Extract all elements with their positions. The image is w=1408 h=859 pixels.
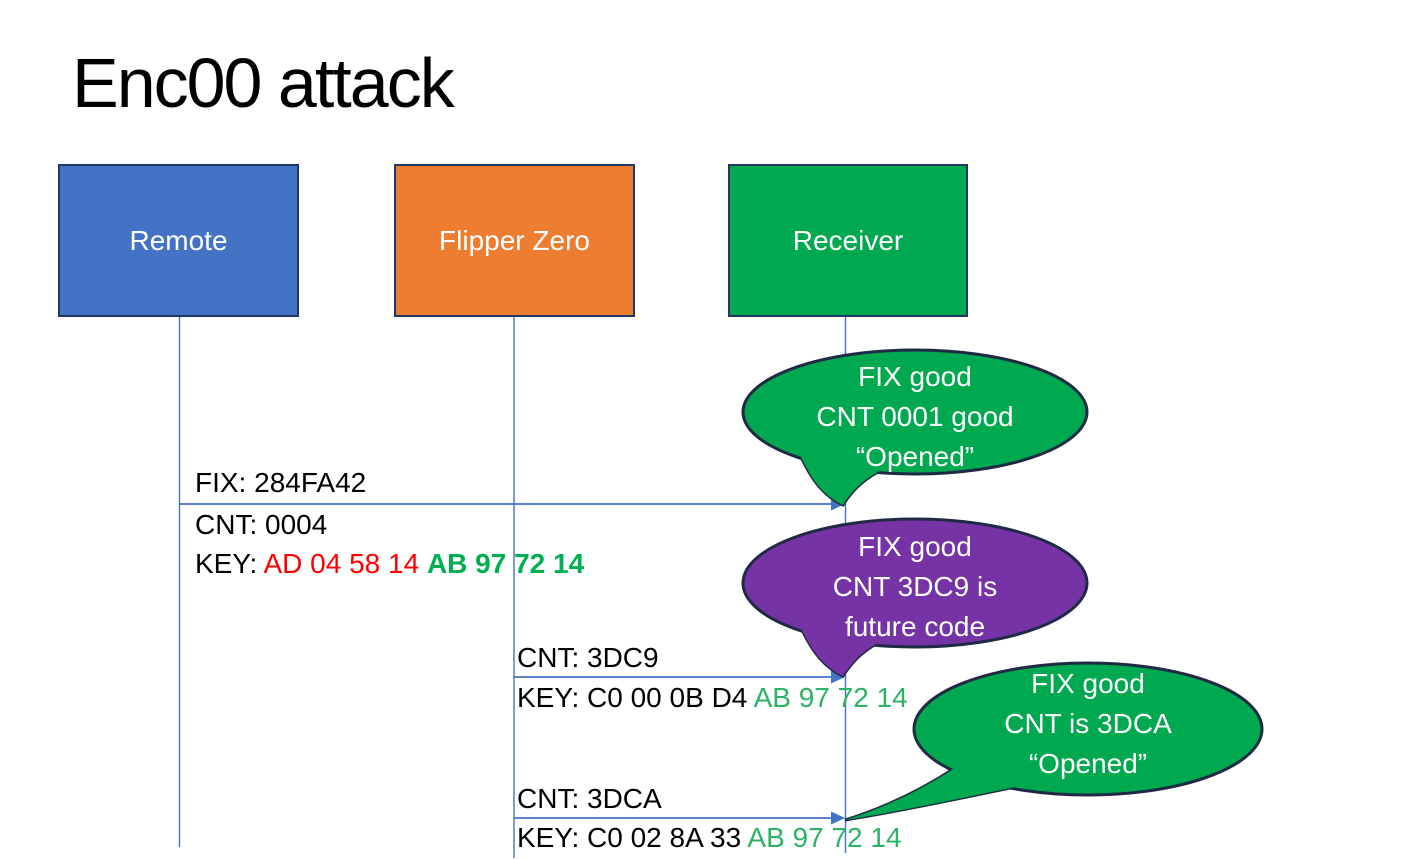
message-1-cnt-label: CNT: 0004 — [195, 509, 328, 540]
key-bytes-fixed: AB 97 72 14 — [753, 682, 908, 713]
message-3-cnt-label: CNT: 3DCA — [517, 783, 662, 814]
callout-ellipse-3 — [912, 661, 1264, 797]
callout-tail-fill-2 — [798, 621, 886, 676]
callout-ellipse-2 — [741, 517, 1089, 649]
actor-label-remote: Remote — [129, 224, 228, 256]
actor-box-remote: Remote — [58, 164, 299, 317]
message-3-key-label: KEY: C0 02 8A 33 AB 97 72 14 — [517, 822, 902, 854]
callout-tail-fill-1 — [798, 450, 886, 505]
key-bytes-fixed: AB 97 72 14 — [747, 822, 902, 853]
callout-line: FIX good — [858, 361, 972, 392]
callout-1-text: FIX good CNT 0001 good “Opened” — [740, 357, 1090, 477]
key-prefix: KEY: C0 00 0B D4 — [517, 682, 754, 713]
callout-line: CNT 3DC9 is — [832, 571, 998, 602]
actor-box-receiver: Receiver — [728, 164, 968, 317]
key-prefix: KEY: — [195, 548, 264, 579]
callout-2-text: FIX good CNT 3DC9 is future code — [740, 527, 1090, 647]
slide-title: Enc00 attack — [72, 43, 455, 122]
callout-bubble-3 — [844, 661, 1264, 822]
callout-line: “Opened” — [1028, 748, 1148, 779]
callout-line: future code — [844, 611, 986, 642]
callout-line: FIX good — [858, 531, 972, 562]
message-2-key-label: KEY: C0 00 0B D4 AB 97 72 14 — [517, 682, 908, 714]
actor-box-flipper-zero: Flipper Zero — [394, 164, 635, 317]
message-1-key-label: KEY: AD 04 58 14 AB 97 72 14 — [195, 548, 584, 580]
callout-line: FIX good — [1031, 668, 1145, 699]
callout-ellipse-1 — [741, 348, 1089, 476]
callout-tail-fill-3 — [845, 768, 1020, 820]
message-1-fix-label: FIX: 284FA42 — [195, 467, 367, 498]
key-bytes-changed: AD 04 58 14 — [263, 548, 427, 579]
message-arrowhead-3 — [831, 811, 845, 825]
callout-line: “Opened” — [855, 441, 975, 472]
actor-label-receiver: Receiver — [792, 224, 904, 256]
callout-3-text: FIX good CNT is 3DCA “Opened” — [913, 664, 1263, 784]
callout-line: CNT 0001 good — [816, 401, 1014, 432]
callout-line: CNT is 3DCA — [1004, 708, 1172, 739]
key-prefix: KEY: C0 02 8A 33 — [517, 822, 748, 853]
callout-bubble-1 — [741, 348, 1089, 507]
callout-bubble-2 — [741, 517, 1089, 678]
message-arrowhead-2 — [831, 670, 845, 684]
actor-label-flipper-zero: Flipper Zero — [439, 224, 590, 256]
key-bytes-fixed: AB 97 72 14 — [426, 548, 585, 579]
message-2-cnt-label: CNT: 3DC9 — [517, 642, 659, 673]
